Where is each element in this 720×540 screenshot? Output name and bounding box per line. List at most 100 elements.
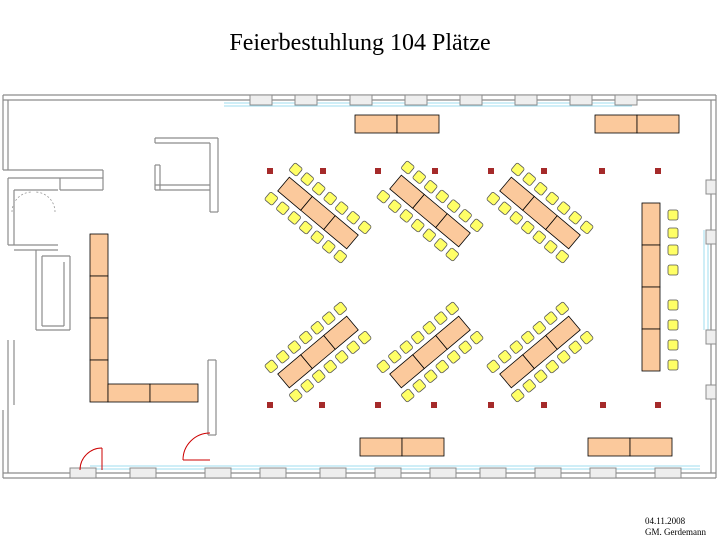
table — [545, 215, 581, 250]
table — [149, 383, 199, 403]
chair — [289, 162, 303, 177]
chair — [312, 182, 326, 196]
chair — [486, 192, 500, 206]
chair — [276, 201, 290, 215]
table — [435, 315, 471, 350]
table — [636, 114, 680, 134]
chair — [412, 170, 426, 184]
window-pier — [429, 467, 457, 479]
door-swing — [79, 447, 103, 471]
chair — [287, 340, 301, 354]
chair — [544, 311, 558, 325]
window-pier — [204, 467, 232, 479]
table — [89, 233, 109, 277]
table — [323, 315, 359, 350]
chair — [399, 340, 413, 354]
chair — [435, 359, 449, 374]
chair — [346, 340, 360, 354]
column — [488, 402, 494, 408]
column — [488, 168, 494, 174]
chair — [447, 199, 461, 213]
window-pier — [514, 94, 538, 106]
column — [375, 402, 381, 408]
chair — [434, 311, 448, 325]
window-pier — [259, 467, 287, 479]
chair — [300, 172, 314, 186]
window-pier — [705, 384, 717, 400]
chair — [458, 340, 472, 354]
chair — [511, 162, 525, 177]
chair — [335, 350, 349, 364]
chair — [276, 350, 290, 364]
chair — [399, 209, 413, 223]
chair — [580, 331, 594, 345]
chair — [411, 218, 425, 233]
column — [320, 168, 326, 174]
chair — [509, 340, 523, 354]
table — [641, 202, 661, 246]
chair — [568, 340, 582, 354]
chair — [511, 388, 525, 403]
window-pier — [654, 467, 682, 479]
chair — [447, 350, 461, 364]
column — [432, 168, 438, 174]
chair — [522, 172, 536, 186]
window-pier — [404, 94, 428, 106]
chair — [555, 249, 569, 264]
column — [267, 168, 273, 174]
chair — [346, 211, 360, 225]
window-pier — [374, 467, 402, 479]
window-pier — [705, 329, 717, 345]
chair — [310, 230, 324, 244]
door-swing — [182, 432, 211, 461]
door-swing — [11, 191, 33, 213]
table — [641, 286, 661, 330]
chair — [486, 359, 500, 373]
chair — [522, 379, 536, 393]
column — [655, 168, 661, 174]
chair — [545, 191, 559, 206]
door-swing — [34, 191, 56, 213]
chair — [667, 264, 679, 276]
table — [435, 213, 471, 248]
chair — [411, 330, 425, 345]
window-pier — [294, 94, 318, 106]
chair — [458, 209, 472, 223]
plan-date: 04.11.2008 — [645, 516, 686, 526]
chair — [667, 209, 679, 221]
table — [594, 114, 638, 134]
chair — [412, 379, 426, 393]
table — [641, 328, 661, 372]
window-pier — [69, 467, 97, 479]
window-pier — [569, 94, 593, 106]
window-pier — [129, 467, 157, 479]
chair — [544, 240, 558, 254]
chair — [422, 228, 436, 242]
chair — [667, 227, 679, 239]
chair — [521, 330, 535, 345]
chair — [534, 369, 548, 383]
chair — [264, 192, 278, 206]
table — [641, 244, 661, 288]
table — [354, 114, 398, 134]
column — [599, 168, 605, 174]
table — [401, 437, 445, 457]
table — [89, 275, 109, 319]
chair — [498, 201, 512, 215]
table — [587, 437, 631, 457]
chair — [667, 244, 679, 256]
chair — [358, 220, 372, 234]
window-pier — [705, 229, 717, 245]
chair — [424, 369, 438, 383]
chair — [422, 321, 436, 335]
chair — [376, 190, 390, 204]
tables — [89, 114, 680, 457]
plan-author: GM. Gerdemann — [645, 527, 706, 537]
chair — [388, 199, 402, 213]
chair — [322, 240, 336, 254]
chair — [333, 249, 347, 264]
chair — [580, 220, 594, 234]
chair — [667, 299, 679, 311]
chair — [521, 220, 535, 235]
